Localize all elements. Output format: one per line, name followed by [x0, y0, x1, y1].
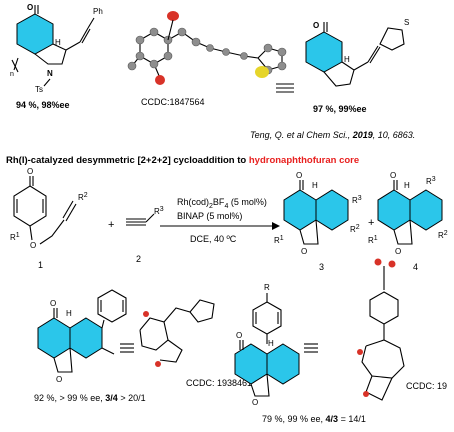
product-4-r2: R2	[438, 230, 448, 240]
crystal-structure-3	[357, 258, 405, 401]
product-3-r3: R3	[352, 195, 362, 205]
compound-2-h: H	[344, 55, 350, 64]
equivalence-sign-right	[304, 343, 318, 353]
example-right-h: H	[268, 339, 274, 348]
crystal-3-ccdc: CCDC: 19	[406, 381, 447, 391]
substrate-1-o-top: O	[27, 167, 33, 176]
product-3: O O H R3 R2 R1	[274, 171, 362, 256]
product-4-r1: R1	[368, 235, 378, 245]
compound-2-yield: 97 %, 99%ee	[313, 104, 367, 114]
substrate-1-label: 1	[38, 260, 43, 270]
example-right-o: O	[252, 398, 258, 407]
compound-2-o: O	[313, 21, 319, 30]
compound-2: O H S	[305, 18, 409, 87]
example-left-o: O	[56, 375, 62, 384]
crystal-1-ccdc: CCDC:1847564	[141, 97, 205, 107]
product-3-r2: R2	[350, 224, 360, 234]
reaction-arrow	[160, 222, 280, 230]
product-3-h: H	[312, 181, 318, 190]
product-3-r1: R1	[274, 235, 284, 245]
alkyne-2-label: 2	[136, 254, 141, 264]
example-left-structure: O O H	[37, 289, 127, 384]
product-4-r3: R3	[426, 176, 436, 186]
compound-1-ph: Ph	[93, 7, 103, 16]
product-4-o: O	[395, 247, 401, 256]
compound-1-ring	[16, 13, 54, 55]
product-3-o-top: O	[296, 171, 302, 180]
alkyne-2-r3: R3	[154, 206, 164, 216]
crystal-structure-1	[127, 11, 287, 85]
equivalence-sign-top	[276, 83, 294, 93]
example-right-structure: R O O H	[234, 283, 300, 407]
crystal-structure-2	[139, 299, 215, 367]
product-4-h: H	[404, 181, 410, 190]
example-right-yield: 79 %, 99 % ee, 4/3 = 14/1	[262, 414, 366, 424]
product-3-label: 3	[319, 262, 324, 272]
crystal-2-ccdc: CCDC: 1938461	[186, 378, 252, 388]
compound-1: O H N Ts n Ph	[10, 3, 103, 94]
reagent-2: BINAP (5 mol%)	[177, 211, 242, 221]
alkyne-2: R3	[126, 206, 164, 226]
example-right-r: R	[264, 283, 270, 292]
compound-2-s: S	[404, 18, 409, 27]
product-4: O O H R3 R2 R1	[368, 171, 448, 256]
example-left-h: H	[66, 309, 72, 318]
compound-1-n-sub: n	[10, 71, 14, 78]
conditions: DCE, 40 ºC	[190, 234, 237, 244]
plus-sign-2: +	[368, 217, 374, 229]
compound-1-o: O	[27, 3, 33, 12]
example-left-yield: 92 %, > 99 % ee, 3/4 > 20/1	[34, 393, 146, 403]
plus-sign-1: +	[108, 219, 114, 231]
product-3-o: O	[301, 247, 307, 256]
citation: Teng, Q. et al Chem Sci., 2019, 10, 6863…	[250, 130, 415, 140]
product-4-label: 4	[413, 262, 418, 272]
compound-1-yield: 94 %, 98%ee	[16, 100, 70, 110]
compound-1-ts: Ts	[35, 85, 43, 94]
example-left-o-top: O	[50, 299, 56, 308]
compound-2-ring	[305, 31, 343, 73]
example-right-o-top: O	[236, 331, 242, 340]
substrate-1-r2: R2	[78, 192, 88, 202]
substrate-1-o: O	[30, 241, 36, 250]
equivalence-sign-left	[120, 343, 134, 353]
product-4-o-top: O	[390, 171, 396, 180]
substrate-1: O O R1 R2	[10, 167, 88, 250]
compound-1-n: N	[47, 69, 53, 78]
compound-1-h: H	[55, 38, 61, 47]
section-heading: Rh(I)-catalyzed desymmetric [2+2+2] cycl…	[6, 155, 359, 166]
reagent-1: Rh(cod)2BF4 (5 mol%)	[177, 197, 267, 210]
substrate-1-r1: R1	[10, 232, 20, 242]
